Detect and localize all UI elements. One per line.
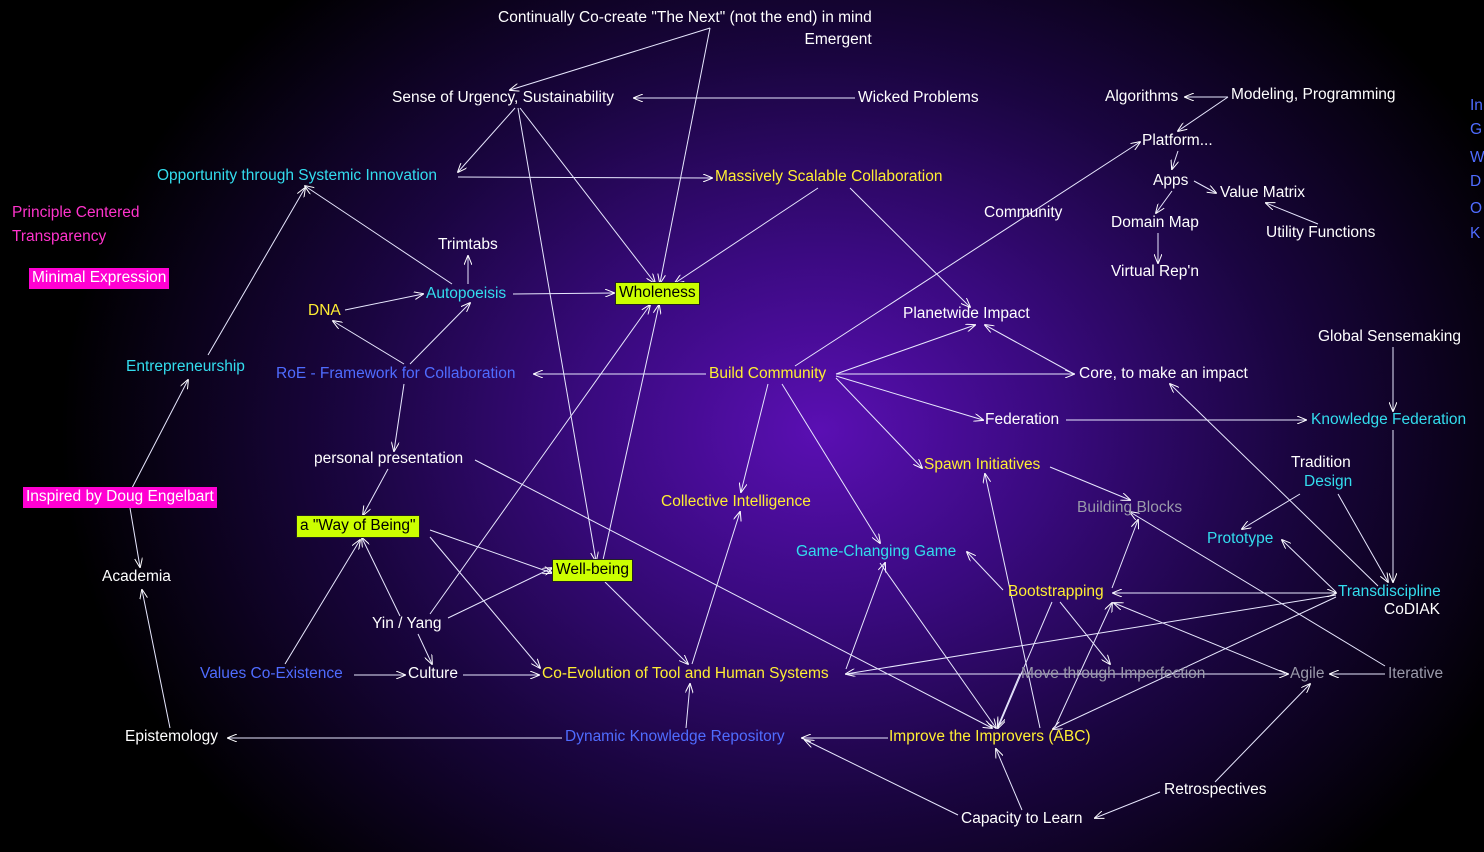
node-core-impact[interactable]: Core, to make an impact (1079, 365, 1248, 382)
node-transdiscipline[interactable]: Transdiscipline (1338, 583, 1441, 600)
node-federation[interactable]: Federation (985, 411, 1060, 428)
node-next-line-2: Emergent (804, 30, 872, 48)
node-next-line-1: Continually Co-create "The Next" (not th… (498, 9, 872, 26)
label-principle-centered[interactable]: Principle Centered (12, 204, 140, 221)
node-prototype[interactable]: Prototype (1207, 530, 1274, 547)
node-massively-scalable-collaboration[interactable]: Massively Scalable Collaboration (715, 168, 943, 185)
node-platform[interactable]: Platform... (1142, 132, 1213, 149)
node-game-changing-game[interactable]: Game-Changing Game (796, 543, 957, 560)
node-apps[interactable]: Apps (1153, 172, 1189, 189)
edge-label-1[interactable]: In (1470, 97, 1483, 114)
node-agile[interactable]: Agile (1290, 665, 1325, 682)
node-well-being[interactable]: Well-being (552, 559, 633, 582)
node-global-sensemaking[interactable]: Global Sensemaking (1318, 328, 1462, 345)
node-community[interactable]: Community (984, 204, 1063, 221)
node-way-of-being[interactable]: a "Way of Being" (296, 515, 420, 538)
node-algorithms[interactable]: Algorithms (1105, 88, 1179, 105)
node-retrospectives[interactable]: Retrospectives (1164, 781, 1267, 798)
node-knowledge-federation[interactable]: Knowledge Federation (1311, 411, 1467, 428)
node-sense-of-urgency[interactable]: Sense of Urgency, Sustainability (392, 89, 614, 106)
edge-label-5[interactable]: O (1470, 200, 1483, 217)
node-roe-framework[interactable]: RoE - Framework for Collaboration (276, 365, 516, 382)
node-dna[interactable]: DNA (308, 302, 341, 319)
node-yin-yang[interactable]: Yin / Yang (372, 615, 442, 632)
node-value-matrix[interactable]: Value Matrix (1220, 184, 1305, 201)
node-values-co-existence[interactable]: Values Co-Existence (200, 665, 343, 682)
node-improve-the-improvers[interactable]: Improve the Improvers (ABC) (889, 728, 1091, 745)
node-capacity-to-learn[interactable]: Capacity to Learn (961, 810, 1083, 827)
node-culture[interactable]: Culture (408, 665, 458, 682)
node-build-community[interactable]: Build Community (709, 365, 827, 382)
node-co-evolution[interactable]: Co-Evolution of Tool and Human Systems (542, 665, 829, 682)
node-dynamic-knowledge-repository[interactable]: Dynamic Knowledge Repository (565, 728, 785, 745)
node-epistemology[interactable]: Epistemology (125, 728, 219, 745)
edge-label-2[interactable]: G (1470, 121, 1483, 138)
node-building-blocks[interactable]: Building Blocks (1077, 499, 1183, 516)
node-planetwide-impact[interactable]: Planetwide Impact (903, 305, 1030, 322)
node-collective-intelligence[interactable]: Collective Intelligence (661, 493, 811, 510)
node-design[interactable]: Design (1304, 473, 1353, 490)
node-academia[interactable]: Academia (102, 568, 171, 585)
node-wicked-problems[interactable]: Wicked Problems (858, 89, 979, 106)
node-utility-functions[interactable]: Utility Functions (1266, 224, 1376, 241)
node-autopoeisis[interactable]: Autopoeisis (426, 285, 507, 302)
node-bootstrapping[interactable]: Bootstrapping (1008, 583, 1104, 600)
node-spawn-initiatives[interactable]: Spawn Initiatives (924, 456, 1041, 473)
label-transparency[interactable]: Transparency (12, 228, 107, 245)
node-tradition[interactable]: Tradition (1291, 454, 1351, 471)
node-virtual-repn[interactable]: Virtual Rep'n (1111, 263, 1199, 280)
node-domain-map[interactable]: Domain Map (1111, 214, 1199, 231)
node-move-through-imperfection[interactable]: Move through Imperfection (1021, 665, 1206, 682)
node-trimtabs[interactable]: Trimtabs (438, 236, 498, 253)
edge-label-3[interactable]: W (1470, 149, 1484, 166)
label-inspired-by-engelbart[interactable]: Inspired by Doug Engelbart (23, 487, 217, 508)
node-codiak[interactable]: CoDIAK (1384, 601, 1440, 618)
node-opportunity-systemic-innovation[interactable]: Opportunity through Systemic Innovation (157, 167, 438, 184)
node-wholeness[interactable]: Wholeness (615, 282, 700, 305)
node-continually-co-create[interactable]: Continually Co-create "The Next" (not th… (498, 9, 872, 49)
label-minimal-expression[interactable]: Minimal Expression (29, 268, 170, 289)
node-personal-presentation[interactable]: personal presentation (314, 450, 464, 467)
edge-label-6[interactable]: K (1470, 225, 1481, 242)
node-iterative[interactable]: Iterative (1388, 665, 1444, 682)
node-modeling-programming[interactable]: Modeling, Programming (1231, 86, 1396, 103)
node-entrepreneurship[interactable]: Entrepreneurship (126, 358, 245, 375)
edge-label-4[interactable]: D (1470, 173, 1482, 190)
